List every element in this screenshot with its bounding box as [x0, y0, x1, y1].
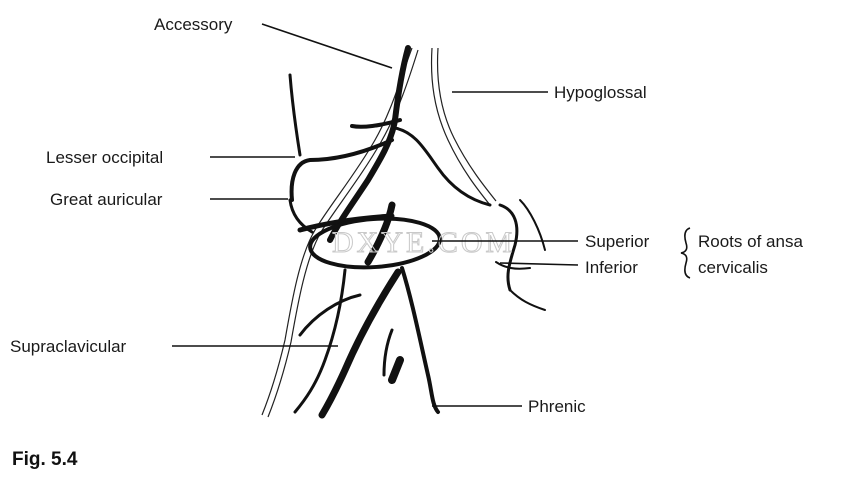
label-accessory: Accessory [154, 15, 233, 34]
figure-caption: Fig. 5.4 [12, 449, 78, 470]
label-superior: Superior [585, 232, 650, 251]
label-phrenic: Phrenic [528, 397, 586, 416]
label-great-auricular: Great auricular [50, 190, 163, 209]
leader-inferior [500, 263, 578, 265]
roots-brace [681, 228, 690, 278]
label-inferior: Inferior [585, 258, 638, 277]
watermark-text: DXYE.COM [332, 226, 515, 259]
label-roots-line2: cervicalis [698, 258, 768, 277]
leader-accessory [262, 24, 392, 68]
label-hypoglossal: Hypoglossal [554, 83, 647, 102]
label-roots-line1: Roots of ansa [698, 232, 803, 251]
hypoglossal-nerve [432, 48, 496, 205]
label-lesser-occipital: Lesser occipital [46, 148, 163, 167]
label-supraclavicular: Supraclavicular [10, 337, 127, 356]
